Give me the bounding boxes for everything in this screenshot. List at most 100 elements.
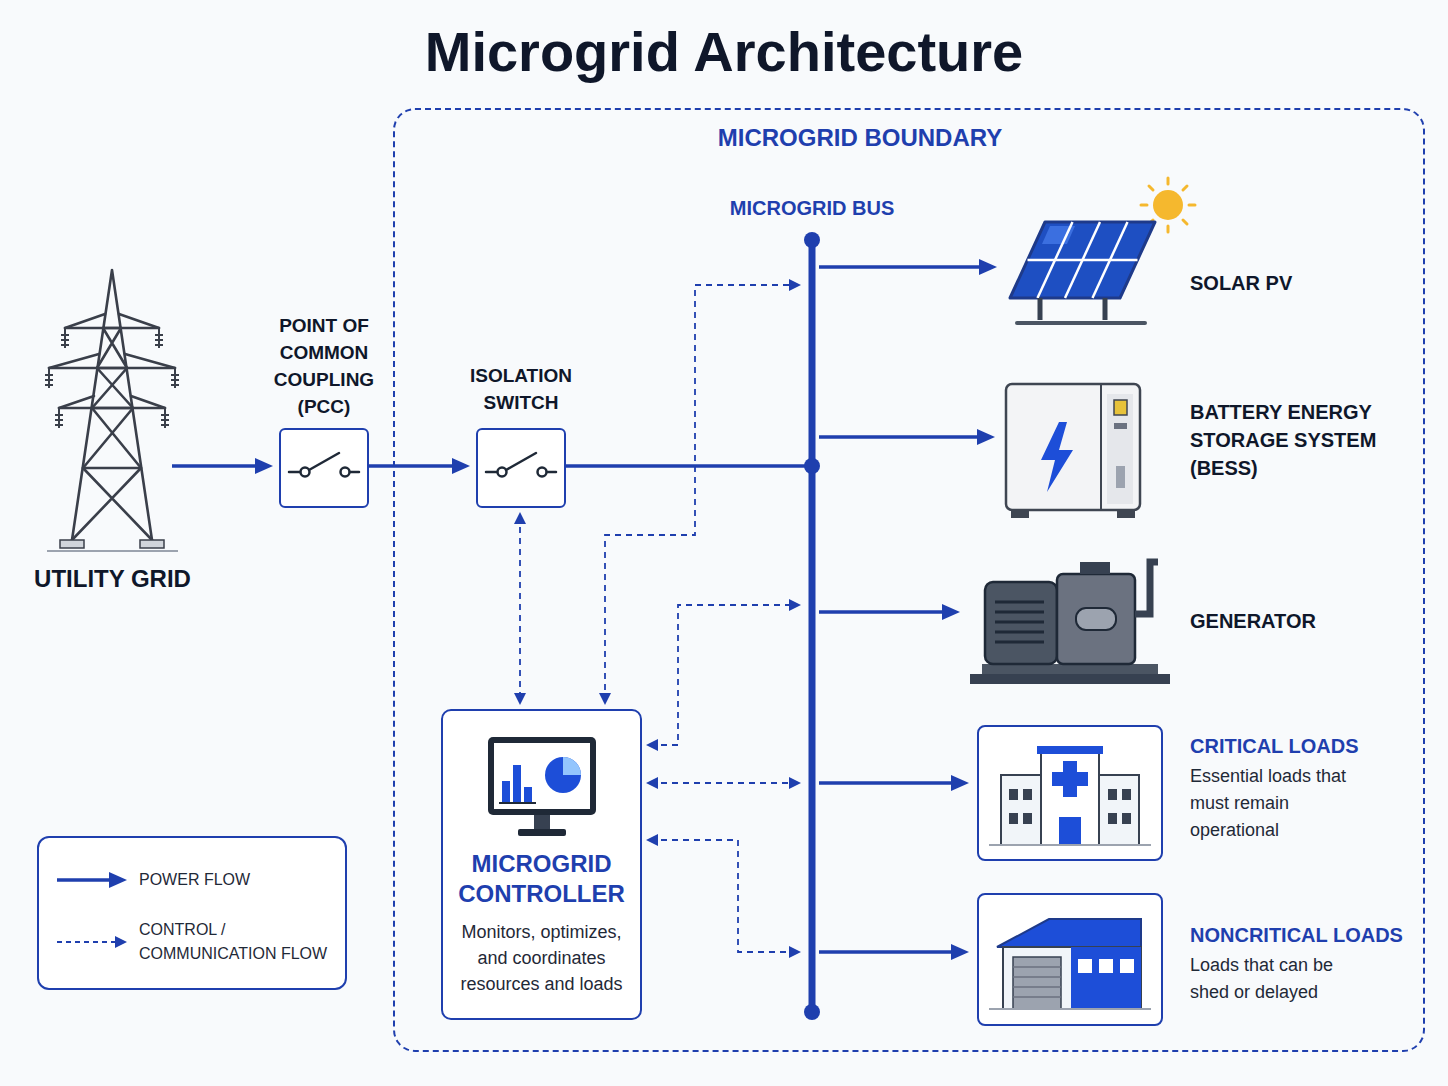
isolation-switch-part-part bbox=[486, 453, 556, 477]
generator-part-part bbox=[985, 582, 1057, 664]
solar-pv-part-part-part bbox=[1028, 259, 1138, 262]
utility-tower-part-part-part bbox=[49, 328, 175, 408]
noncritical-loads-part-part-part bbox=[1099, 959, 1113, 973]
utility-tower-part-part-part bbox=[171, 368, 179, 388]
noncritical-loads-part-part bbox=[989, 1008, 1151, 1010]
legend-entry-part-part bbox=[109, 872, 127, 888]
sun-icon-part bbox=[1183, 186, 1187, 190]
microgrid-controller-part-part bbox=[534, 815, 550, 829]
legend-text: POWER FLOW bbox=[139, 868, 339, 892]
noncritical-loads-part-part bbox=[1013, 967, 1061, 997]
node-label: BATTERY ENERGY STORAGE SYSTEM (BESS) bbox=[1190, 398, 1415, 482]
critical-loads-part-part-part bbox=[1023, 789, 1032, 800]
noncritical-loads-part-part bbox=[1003, 947, 1141, 1009]
utility-tower-part-part-part bbox=[155, 328, 163, 348]
controller-description: Monitors, optimizes, and coordinates res… bbox=[451, 919, 632, 997]
critical-loads-part-part bbox=[989, 844, 1151, 846]
noncritical-loads-part-part bbox=[1078, 959, 1134, 973]
sun-icon-part bbox=[1189, 204, 1195, 207]
battery-storage-part-part bbox=[1107, 394, 1133, 504]
battery-storage-label-group: BATTERY ENERGY STORAGE SYSTEM (BESS) bbox=[1190, 398, 1415, 482]
node-label: ISOLATION SWITCH bbox=[451, 362, 591, 416]
solar-pv-label-group: SOLAR PV bbox=[1190, 269, 1415, 297]
utility-tower-part-part bbox=[45, 328, 179, 428]
isolation-switch-part-part-part bbox=[486, 471, 497, 474]
critical-loads-part-part-part bbox=[1009, 813, 1018, 824]
power-flow-arrow bbox=[172, 464, 267, 468]
controller-heading: MICROGRID CONTROLLER bbox=[451, 849, 632, 909]
pcc-switch-part-part bbox=[289, 453, 359, 477]
battery-storage-part-part bbox=[1117, 510, 1135, 518]
microgrid-bus-part-part bbox=[804, 232, 820, 248]
legend-text: CONTROL / COMMUNICATION FLOW bbox=[139, 918, 339, 966]
sun-icon-part bbox=[1183, 220, 1187, 224]
battery-storage-part bbox=[1003, 378, 1143, 520]
pcc-switch-part-part-part bbox=[341, 468, 350, 477]
control-link bbox=[650, 840, 797, 952]
power-flow-arrow bbox=[566, 464, 812, 468]
generator-part bbox=[970, 552, 1170, 687]
microgrid-bus-label-group: MICROGRID BUS bbox=[730, 196, 894, 220]
battery-storage-part-part bbox=[1116, 466, 1125, 488]
generator-label-group: GENERATOR bbox=[1190, 607, 1415, 635]
utility-tower-part-part bbox=[60, 540, 84, 548]
microgrid-boundary: MICROGRID BOUNDARY ISOLATION SWITCH MICROG… bbox=[393, 108, 1425, 1052]
pcc-switch-label-group: POINT OF COMMON COUPLING (PCC) bbox=[259, 312, 389, 420]
microgrid-controller-part-part bbox=[494, 743, 590, 809]
utility-tower-part-part-part bbox=[161, 408, 169, 428]
utility-tower-part-part bbox=[140, 540, 164, 548]
generator-part-part bbox=[970, 674, 1170, 684]
solar-pv-part bbox=[1005, 180, 1160, 330]
battery-storage-part-part bbox=[1006, 384, 1140, 510]
pcc-switch-part-part-part bbox=[289, 471, 300, 474]
power-flow-arrow bbox=[819, 950, 963, 954]
control-link bbox=[519, 516, 521, 701]
utility-tower: UTILITY GRID bbox=[45, 268, 180, 553]
critical-loads-part-part bbox=[1052, 772, 1088, 786]
critical-loads-part-part-part bbox=[1122, 813, 1131, 824]
utility-tower-part bbox=[45, 268, 180, 553]
node-label: GENERATOR bbox=[1190, 607, 1415, 635]
isolation-switch-part-part-part bbox=[506, 453, 536, 470]
generator: GENERATOR bbox=[970, 552, 1170, 687]
microgrid-controller-part-part bbox=[563, 757, 581, 775]
utility-tower-part-part-part bbox=[55, 408, 63, 428]
generator-part-part bbox=[1080, 562, 1110, 574]
battery-storage-part-part bbox=[1011, 510, 1029, 518]
solar-pv: SOLAR PV bbox=[1005, 180, 1160, 330]
noncritical-loads-part-part-part bbox=[1120, 959, 1134, 973]
solar-pv-part-part bbox=[1028, 222, 1138, 298]
sun-icon-part bbox=[1149, 186, 1153, 190]
microgrid-controller-part-part-part bbox=[502, 781, 510, 803]
bus-label: MICROGRID BUS bbox=[730, 196, 894, 220]
pcc-switch-part-part-part bbox=[350, 471, 359, 474]
critical-loads-part-part-part bbox=[1009, 789, 1018, 800]
microgrid-controller-part-part bbox=[502, 765, 532, 803]
noncritical-loads: NONCRITICAL LOADSLoads that can be shed … bbox=[977, 893, 1163, 1026]
battery-storage-part-part bbox=[1114, 400, 1127, 415]
control-link bbox=[605, 285, 797, 701]
legend-entry-part-part bbox=[115, 936, 127, 948]
power-flow-arrow bbox=[819, 781, 963, 785]
microgrid-controller-part-part bbox=[499, 802, 536, 804]
solar-pv-part-part bbox=[1040, 298, 1105, 320]
legend-entry-part bbox=[57, 934, 127, 950]
isolation-switch-part-part-part bbox=[547, 471, 556, 474]
load-heading: CRITICAL LOADS bbox=[1190, 733, 1415, 759]
isolation-switch-part-part-part bbox=[498, 468, 507, 477]
node-label: POINT OF COMMON COUPLING (PCC) bbox=[259, 312, 389, 420]
power-flow-arrow bbox=[819, 265, 991, 269]
generator-part-part bbox=[982, 664, 1158, 674]
critical-loads-part-part-part bbox=[1023, 813, 1032, 824]
critical-loads-part-part bbox=[1009, 789, 1131, 824]
load-description: Essential loads that must remain operati… bbox=[1190, 763, 1370, 844]
legend-entry: POWER FLOW bbox=[57, 868, 339, 892]
utility-tower-label-group: UTILITY GRID bbox=[34, 565, 191, 593]
pcc-switch: POINT OF COMMON COUPLING (PCC) bbox=[279, 428, 369, 508]
utility-tower-part-part-part bbox=[61, 328, 69, 348]
generator-part-part bbox=[1135, 562, 1158, 614]
region-label: MICROGRID BOUNDARY bbox=[718, 124, 1002, 152]
microgrid-controller-part-part-part bbox=[513, 765, 521, 803]
critical-loads-part-part-part bbox=[1122, 789, 1131, 800]
